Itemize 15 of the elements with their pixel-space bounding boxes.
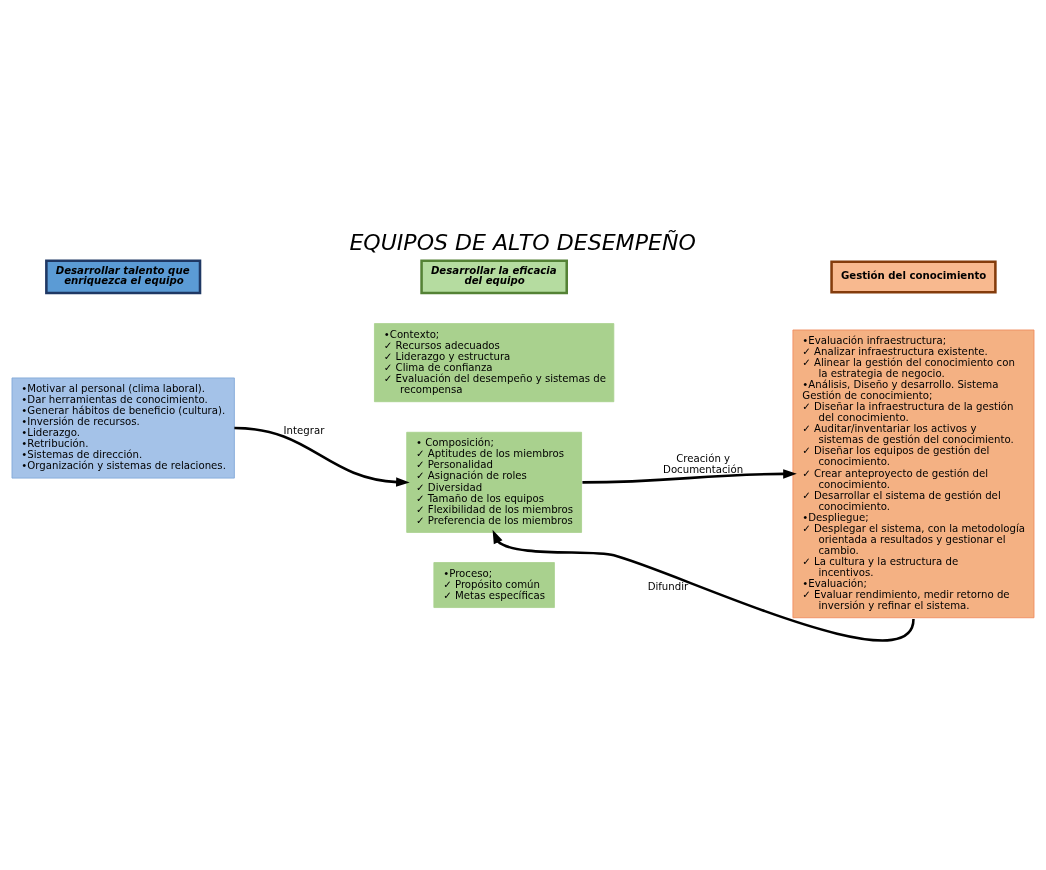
arrow: [582, 469, 797, 484]
node-box: •Motivar al personal (clima laboral). •Dar herramientas de conocimiento. •Generar hábitos de beneficio (cultura). •Inversión de recursos. •Liderazgo. •Retribución. •Sistemas de dirección. •Organización y sistemas de relaciones.: [11, 377, 235, 479]
node-box: Desarrollar la eficacia del equipo: [420, 259, 568, 295]
node-box: •Proceso; ✓ Propósito común ✓ Metas específicas: [433, 562, 555, 608]
diagram-title: EQUIPOS DE ALTO DESEMPEÑO: [349, 229, 696, 255]
node-box: • Composición; ✓ Aptitudes de los miembros ✓ Personalidad ✓ Asignación de roles ✓ Diversidad ✓ Tamaño de los equipos ✓ Flexibilidad de los miembros ✓ Preferencia de los miembros: [406, 431, 582, 533]
node-box: Desarrollar talento que enriquezca el equipo: [45, 259, 202, 295]
edge-label: Creación y Documentación: [663, 452, 744, 475]
node-box: •Evaluación infraestructura; ✓ Analizar infraestructura existente. ✓ Alinear la gestión del conocimiento con la estrategia de negocio. •Análisis, Diseño y desarrollo. Sistema Gestión de conocimiento; ✓ Diseñar la infraestructura de la gestión del conocimiento. ✓ Auditar/inventariar los activos y sistemas de gestión del conocimiento. ✓ Diseñar los equipos de gestión del conocimiento. ✓ Crear anteproyecto de gestión del conocimiento. ✓ Desarrollar el sistema de gestión del conocimiento. •Despliegue; ✓ Desplegar el sistema, con la metodología orientada a resultados y gestionar el cambio. ✓ La cultura y la estructura de incentivos. •Evaluación; ✓ Evaluar rendimiento, medir retorno de inversión y refinar el sistema.: [792, 329, 1035, 619]
edge-label: Difundir: [647, 581, 689, 593]
arrow: [492, 529, 915, 642]
edge-label: Integrar: [283, 425, 325, 437]
arrow: [234, 426, 410, 487]
node-box: Gestión del conocimiento: [830, 260, 997, 294]
node-box: •Contexto; ✓ Recursos adecuados ✓ Liderazgo y estructura ✓ Clima de confianza ✓ Evaluación del desempeño y sistemas de recompensa: [374, 323, 615, 403]
